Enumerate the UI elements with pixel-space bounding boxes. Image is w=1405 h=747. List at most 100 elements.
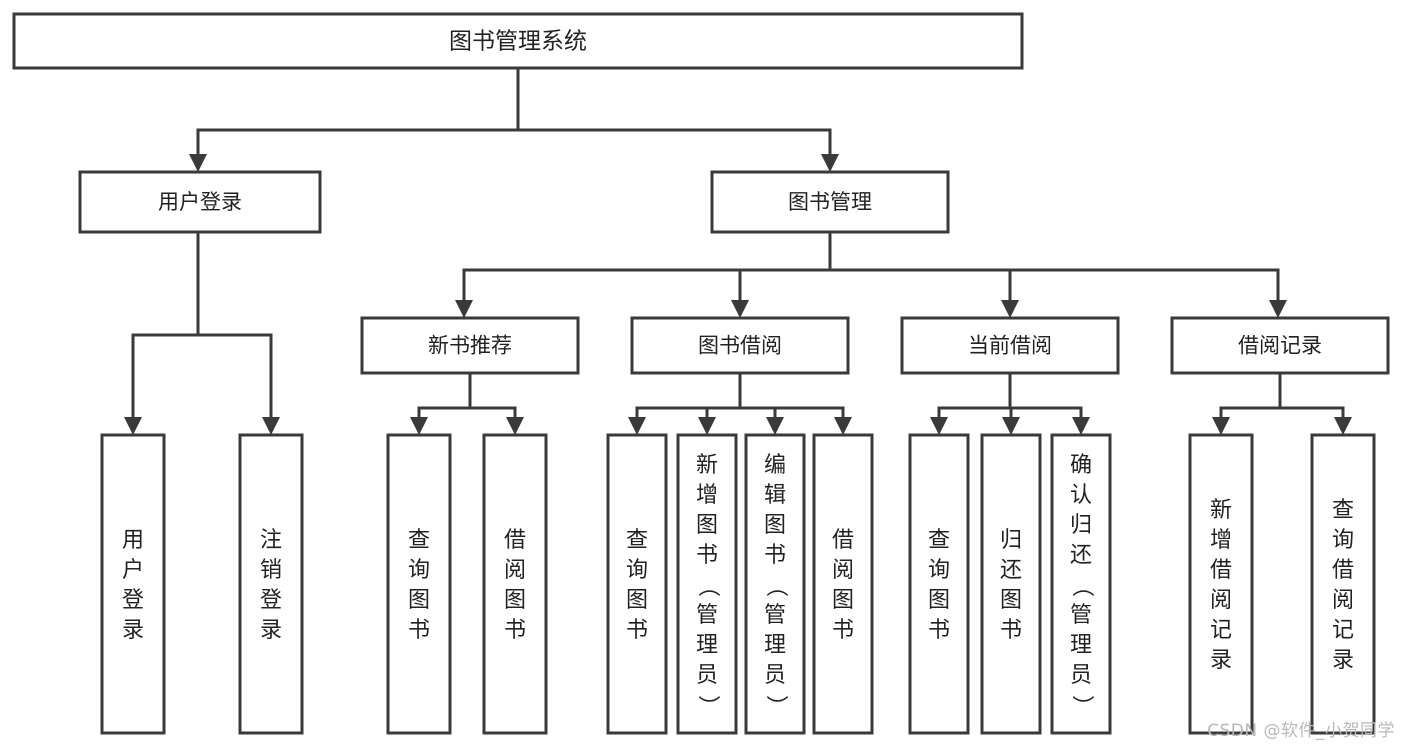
leaf-label-char: （ (763, 575, 788, 597)
leaf-label-char: 书 (408, 618, 430, 643)
level1-node-book-management[interactable]: 图书管理 (710, 170, 950, 234)
leaf-label-char: 销 (260, 558, 282, 583)
leaf-label-char: 还 (1070, 543, 1092, 568)
leaf-label-char: 用 (122, 528, 144, 553)
leaf-label-char: 借 (1210, 558, 1232, 583)
leaf-node-box[interactable] (386, 433, 452, 735)
leaf-node-box[interactable] (744, 433, 806, 735)
book-mgmt-branch-3-arrowhead (1269, 300, 1287, 318)
leaf-label-char: 员 (764, 663, 786, 688)
leaf-node-box[interactable] (238, 433, 304, 735)
leaf-label-char: 增 (696, 483, 718, 508)
current-borrow-leaf-0-arrowhead (930, 417, 948, 435)
leaf-label-char: 阅 (1332, 588, 1354, 613)
leaf-node-box[interactable] (606, 433, 668, 735)
level2-node-book-borrow[interactable]: 图书借阅 (630, 316, 850, 375)
leaf-label-char: ） (1069, 695, 1094, 717)
user-login-leaf-1-arrowhead (262, 417, 280, 435)
leaf-node-leaf-user-login[interactable]: 用户登录 (100, 433, 166, 735)
root-node-box[interactable] (12, 12, 1024, 70)
level2-node-box[interactable] (630, 316, 850, 375)
level1-node-box[interactable] (78, 170, 322, 234)
leaf-label-char: （ (1069, 575, 1094, 597)
level2-node-box[interactable] (360, 316, 580, 375)
level2-node-label: 当前借阅 (968, 334, 1052, 358)
level2-node-box[interactable] (1170, 316, 1390, 375)
level1-node-user-login[interactable]: 用户登录 (78, 170, 322, 234)
level2-node-current-borrow[interactable]: 当前借阅 (900, 316, 1120, 375)
leaf-label-char: 询 (626, 558, 648, 583)
level1-node-box[interactable] (710, 170, 950, 234)
leaf-label-char: 注 (260, 528, 282, 553)
book-mgmt-branch-2-arrowhead (1001, 300, 1019, 318)
leaf-label-char: 查 (1332, 498, 1354, 523)
leaf-label-char: 归 (1070, 513, 1092, 538)
leaf-node-box[interactable] (100, 433, 166, 735)
leaf-label-char: （ (695, 575, 720, 597)
user-login-leaf-0-arrowhead (124, 417, 142, 435)
connector-layer (124, 66, 1352, 435)
leaf-label-char: 查 (928, 528, 950, 553)
leaf-node-box[interactable] (812, 433, 874, 735)
level2-node-box[interactable] (900, 316, 1120, 375)
leaf-node-box[interactable] (908, 433, 970, 735)
leaf-label-char: 查 (408, 528, 430, 553)
leaf-label-char: 书 (504, 618, 526, 643)
leaf-node-box[interactable] (980, 433, 1042, 735)
leaf-node-box[interactable] (1050, 433, 1112, 735)
leaf-node-box[interactable] (1188, 433, 1254, 735)
level1-branch-1-arrowhead (821, 154, 839, 172)
book-borrow-leaf-2-arrowhead (766, 417, 784, 435)
level2-node-label: 图书借阅 (698, 334, 782, 358)
leaf-node-box[interactable] (676, 433, 738, 735)
leaf-label-char: 登 (260, 588, 282, 613)
leaf-label-char: 新 (1210, 498, 1232, 523)
leaf-label-char: 员 (696, 663, 718, 688)
node-layer: 图书管理系统用户登录图书管理新书推荐图书借阅当前借阅借阅记录用户登录注销登录查询… (12, 12, 1390, 735)
leaf-label-char: 新 (696, 453, 718, 478)
current-borrow-leaf-2-arrowhead (1072, 417, 1090, 435)
leaf-label-char: 借 (1332, 558, 1354, 583)
root-node-label: 图书管理系统 (449, 29, 587, 55)
new-book-recommend-leaf-0-arrowhead (410, 417, 428, 435)
leaf-label-char: 管 (764, 603, 786, 628)
leaf-label-char: 书 (696, 543, 718, 568)
leaf-label-char: 阅 (832, 558, 854, 583)
leaf-label-char: 询 (1332, 528, 1354, 553)
level2-node-new-book-recommend[interactable]: 新书推荐 (360, 316, 580, 375)
root-node-root[interactable]: 图书管理系统 (12, 12, 1024, 70)
book-borrow-leaf-0-arrowhead (628, 417, 646, 435)
leaf-label-char: 图 (832, 588, 854, 613)
level2-node-borrow-record[interactable]: 借阅记录 (1170, 316, 1390, 375)
leaf-node-box[interactable] (1310, 433, 1376, 735)
leaf-label-char: 查 (626, 528, 648, 553)
leaf-node-box[interactable] (482, 433, 548, 735)
new-book-recommend-leaf-1-arrowhead (506, 417, 524, 435)
leaf-label-char: 增 (1210, 528, 1232, 553)
leaf-label-char: 管 (1070, 603, 1092, 628)
leaf-label-char: 询 (928, 558, 950, 583)
level1-node-label: 图书管理 (788, 190, 872, 214)
leaf-label-char: 图 (626, 588, 648, 613)
leaf-label-char: 认 (1070, 483, 1092, 508)
leaf-node-label: 用户登录 (122, 528, 144, 643)
